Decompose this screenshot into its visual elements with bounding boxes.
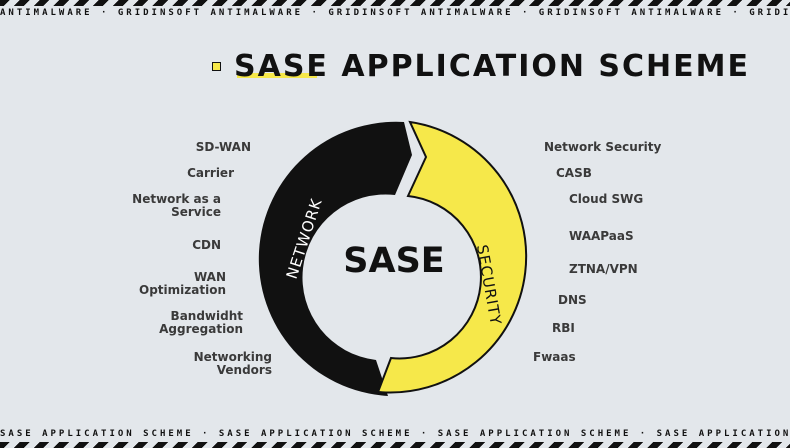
security-item-fwaas: Fwaas [533,350,576,364]
bottom-ticker: SASE APPLICATION SCHEME · SASE APPLICATI… [0,429,790,439]
security-item-waapaas: WAAPaaS [569,229,634,243]
top-ticker: ANTIMALWARE · GRIDINSOFT ANTIMALWARE · G… [0,8,790,18]
security-item-cloud-swg: Cloud SWG [569,192,644,206]
network-item-cdn: CDN [192,238,221,252]
center-label: SASE [343,241,444,281]
network-item-sd-wan: SD-WAN [195,140,251,154]
security-item-ztna-vpn: ZTNA/VPN [569,262,638,276]
title-bullet [212,62,221,71]
security-item-rbi: RBI [552,321,575,335]
center-circle [332,196,456,320]
page-title: SASE APPLICATION SCHEME [234,49,750,84]
network-item-networking-vendors: Networking Vendors [193,350,272,377]
network-item-carrier: Carrier [187,166,234,180]
network-item-wan-optimization: WAN Optimization [139,270,226,297]
security-item-dns: DNS [558,293,587,307]
bottom-stripe [0,442,790,448]
security-item-casb: CASB [556,166,592,180]
title-underline [237,73,317,78]
network-item-naas: Network as a Service [132,192,221,219]
network-item-bandwidth-aggregation: Bandwidht Aggregation [159,309,243,336]
security-ring [376,120,528,394]
security-item-network-security: Network Security [544,140,662,154]
top-stripe [0,0,790,6]
network-ring [258,121,412,396]
